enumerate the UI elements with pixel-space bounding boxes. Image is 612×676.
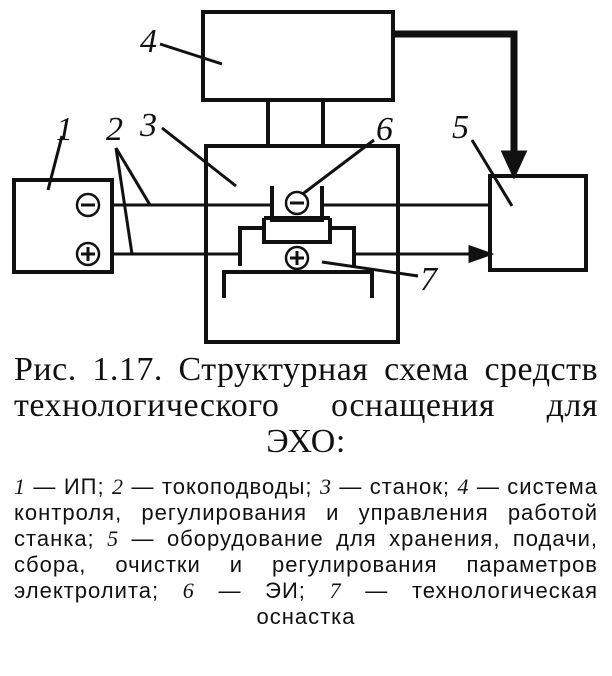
legend-number: 3 [319,474,332,499]
arrow-control-to-5 [500,150,528,180]
legend-number: 4 [457,474,470,499]
tooling-fixture [238,226,356,266]
legend-text: — ИП; [26,474,113,499]
leader-6 [299,138,375,198]
label-4: 4 [140,23,157,60]
label-7: 7 [420,261,439,298]
machine-column [266,98,325,148]
block-machine [204,144,400,344]
block-power-supply [12,178,114,274]
figure-legend: 1 — ИП; 2 — токоподводы; 3 — станок; 4 —… [14,474,598,630]
fixture-bracket [262,216,332,232]
legend-number: 1 [14,474,26,499]
leader-2b [114,147,134,255]
label-1: 1 [56,111,73,148]
leader-1 [46,135,64,191]
control-link [393,30,518,156]
legend-text: — ЭИ; [194,578,330,603]
leader-4 [159,42,223,66]
block-electrolyte-equipment [488,174,588,272]
structural-diagram: 4 1 2 3 6 5 7 [12,10,588,344]
leader-5 [470,139,514,207]
label-5: 5 [452,109,469,146]
legend-number: 6 [182,578,195,603]
legend-text: — оборудование для хранения, подачи, сбо… [14,526,598,603]
leader-7 [321,260,419,278]
figure-caption: Рис. 1.17. Структурная схема средств тех… [14,351,598,460]
legend-text: — технологическая оснастка [256,578,599,629]
legend-number: 2 [112,474,125,499]
machine-table [222,270,374,298]
label-3: 3 [139,107,157,144]
leader-3 [161,126,237,188]
legend-text: — система контроля, регулирования и упра… [14,474,599,551]
label-6: 6 [376,111,393,148]
legend-text: — станок; [331,474,458,499]
label-2: 2 [106,111,123,148]
legend-number: 5 [107,526,120,551]
leader-2a [114,147,152,206]
legend-text: — токоподводы; [124,474,320,499]
legend-number: 7 [329,578,342,603]
block-control-system [201,10,395,102]
arrow-to-block-5 [468,244,495,264]
